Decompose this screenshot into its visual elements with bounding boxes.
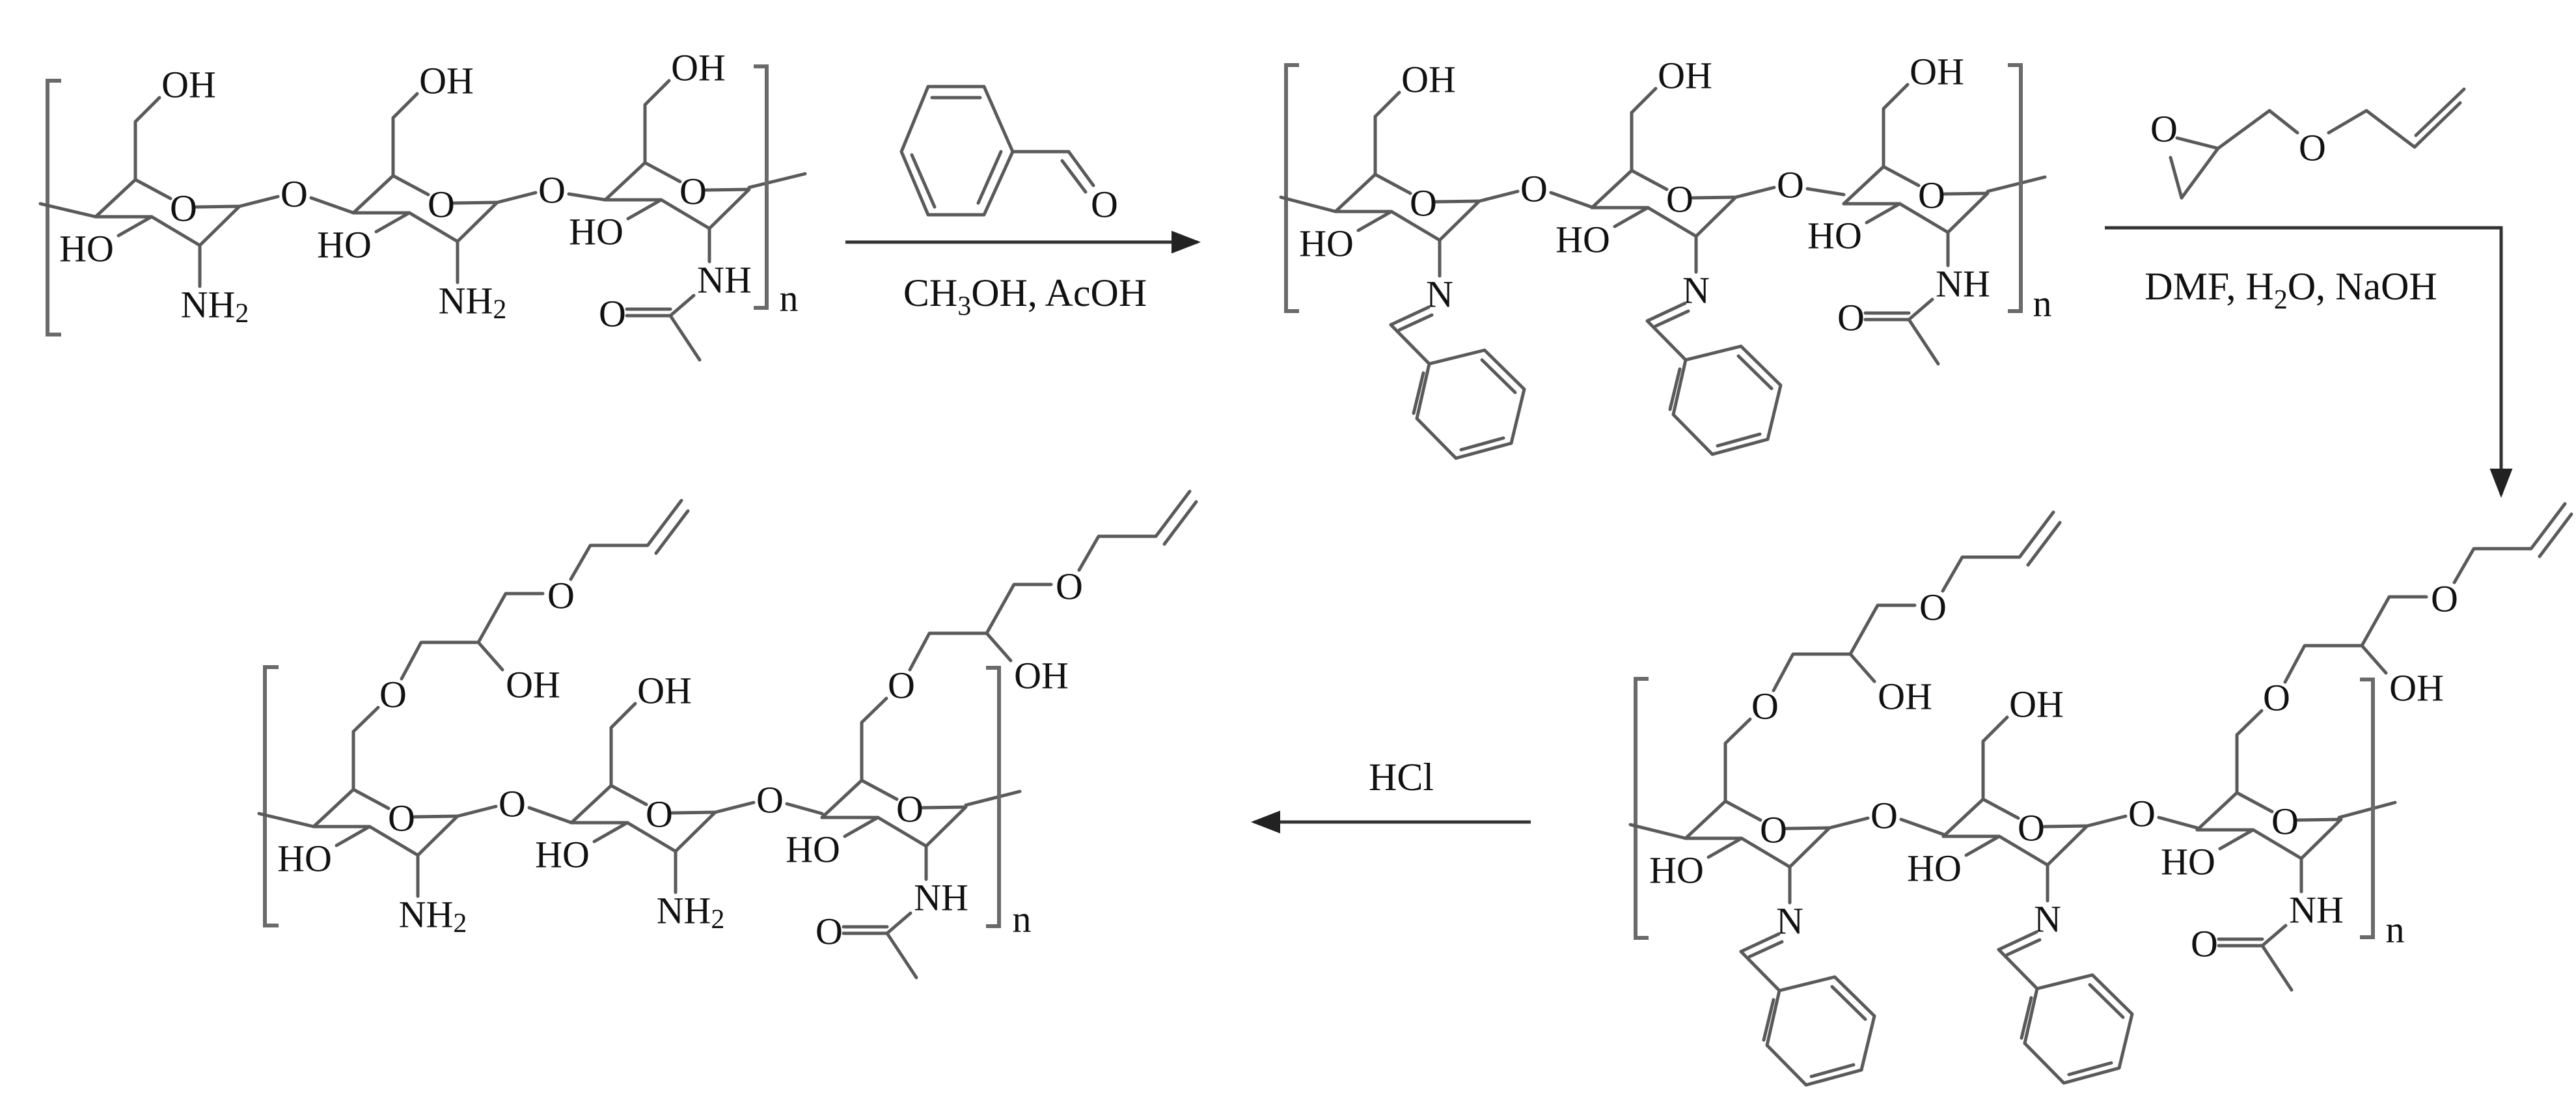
arrow-down <box>2105 226 2513 498</box>
repeat-bracket-left <box>46 79 61 336</box>
repeat-n: n <box>2386 909 2405 951</box>
unit-3 <box>1807 51 2047 364</box>
molecule-protected-age-chitosan: O n <box>1628 504 2571 1085</box>
svg-text:O: O <box>2299 127 2326 169</box>
allyl-glycidyl-ether-structure: O O <box>2150 87 2466 200</box>
molecule-age-chitosan: O n <box>257 491 1196 978</box>
step1-conditions: CH3OH, AcOH <box>903 271 1147 322</box>
step2-arrow: O O DMF, H2O, NaOH <box>2105 87 2513 498</box>
unit-1 <box>59 64 353 329</box>
molecule-schiff-base: O n <box>1279 51 2052 459</box>
repeat-n: n <box>780 277 799 320</box>
repeat-n: n <box>2033 282 2052 325</box>
svg-text:O: O <box>2150 108 2178 150</box>
repeat-bracket-left <box>1634 677 1649 940</box>
unit-3 <box>786 491 1196 978</box>
unit-2: O <box>535 670 824 935</box>
unit-1 <box>1299 59 1593 459</box>
unit-2: O <box>1907 683 2199 1084</box>
repeat-bracket-right <box>986 666 1001 928</box>
unit-3 <box>569 47 807 361</box>
repeat-bracket-left <box>1284 63 1299 313</box>
repeat-bracket-right <box>2360 678 2375 939</box>
unit-2: O <box>1555 55 1846 455</box>
molecule-chitosan: O n <box>38 47 807 361</box>
repeat-bracket-right <box>2008 63 2023 313</box>
step2-conditions: DMF, H2O, NaOH <box>2144 265 2437 315</box>
svg-text:O: O <box>2128 793 2156 835</box>
unit-2: O <box>317 60 607 325</box>
svg-text:O: O <box>1091 184 1118 226</box>
unit-1 <box>1649 512 2060 1085</box>
unit-3 <box>2161 504 2571 990</box>
benzaldehyde-structure: O <box>899 85 1118 226</box>
svg-text:O: O <box>538 169 566 212</box>
svg-text:O: O <box>1777 164 1804 206</box>
svg-text:O: O <box>756 779 784 821</box>
repeat-bracket-right <box>754 64 769 310</box>
step1-arrow: O CH3OH, AcOH <box>845 85 1201 322</box>
repeat-bracket-left <box>263 665 279 927</box>
unit-1 <box>277 501 688 939</box>
step3-arrow: HCl <box>1251 756 1531 834</box>
step3-conditions: HCl <box>1369 756 1434 799</box>
repeat-n: n <box>1013 898 1032 940</box>
